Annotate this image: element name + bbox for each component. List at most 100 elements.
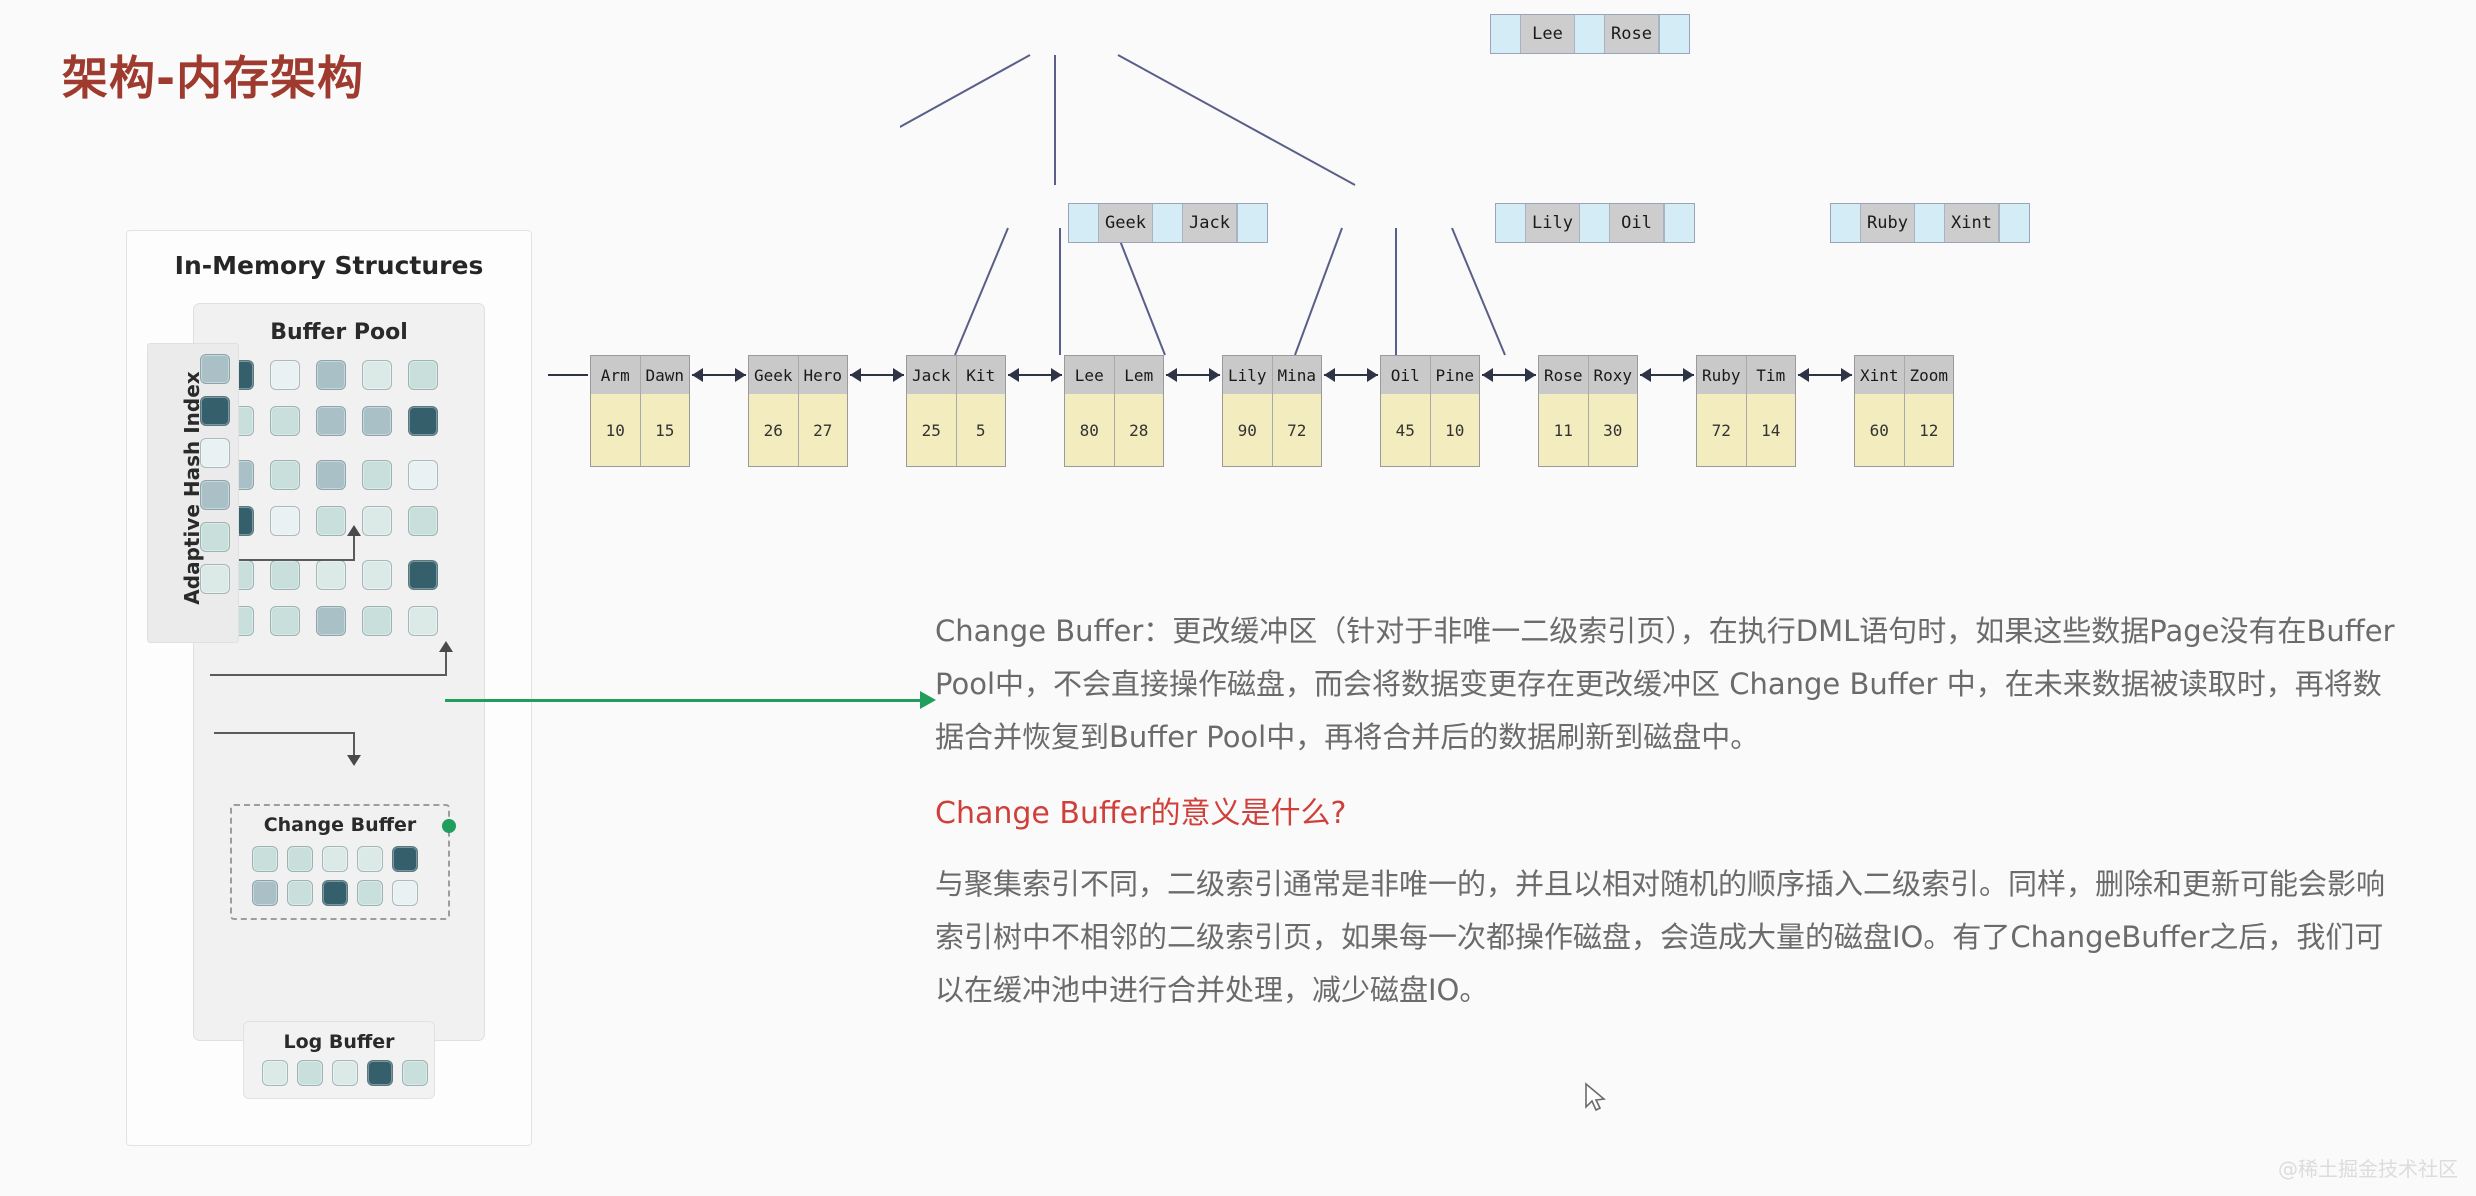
buffer-pool-box: Buffer Pool Change Buffer xyxy=(193,303,485,1041)
btree-leaf-key: Xint xyxy=(1855,356,1905,394)
memory-page-tile xyxy=(402,1060,428,1086)
btree-root-key: Lee xyxy=(1521,15,1575,53)
btree-leaf-value: 45 xyxy=(1381,394,1431,466)
memory-page-tile xyxy=(408,360,438,390)
log-buffer-tile-row xyxy=(262,1060,428,1086)
btree-leaf-key: Ruby xyxy=(1697,356,1747,394)
btree-internal-key: Lily xyxy=(1526,204,1580,242)
btree-root-node[interactable]: Lee Rose xyxy=(1490,14,1690,54)
memory-page-tile xyxy=(252,846,278,872)
btree-internal-key: Jack xyxy=(1183,204,1237,242)
btree-leaf-key: Pine xyxy=(1435,365,1475,385)
leaf-sibling-arrow-left xyxy=(850,368,861,382)
leaf-sibling-arrow-right xyxy=(1525,368,1536,382)
in-memory-structures-panel: In-Memory Structures Buffer Pool Change … xyxy=(126,230,532,1146)
adaptive-hash-index-tile-column xyxy=(200,354,230,594)
btree-leaf-value: 27 xyxy=(813,420,833,440)
buffer-pool-row-group xyxy=(224,560,464,636)
memory-page-tile xyxy=(367,1060,393,1086)
adaptive-hash-index-box: Adaptive Hash Index xyxy=(147,343,239,643)
btree-leaf-value-row: 45 10 xyxy=(1381,394,1479,466)
ahi-arrow-1-stem xyxy=(353,536,355,561)
memory-page-tile xyxy=(270,606,300,636)
btree-leaf-key: Dawn xyxy=(645,365,685,385)
btree-leaf-value: 90 xyxy=(1223,394,1273,466)
leaf-sibling-arrow-left xyxy=(692,368,703,382)
btree-leaf-value: 28 xyxy=(1129,420,1149,440)
memory-page-tile xyxy=(200,522,230,552)
memory-page-tile xyxy=(316,460,346,490)
btree-leaf-key: Geek xyxy=(749,356,799,394)
memory-page-tile xyxy=(200,438,230,468)
btree-internal-node[interactable]: Lily Oil xyxy=(1495,203,1695,243)
btree-leaf-key: Roxy xyxy=(1593,365,1633,385)
change-buffer-row xyxy=(252,846,418,872)
memory-page-tile xyxy=(200,480,230,510)
memory-page-tile xyxy=(362,406,392,436)
memory-page-tile xyxy=(252,880,278,906)
memory-page-tile xyxy=(362,606,392,636)
memory-page-tile xyxy=(332,1060,358,1086)
memory-page-tile xyxy=(200,396,230,426)
memory-page-tile xyxy=(322,880,348,906)
btree-edges xyxy=(900,54,1506,356)
btree-leaf-value-row: 80 28 xyxy=(1065,394,1163,466)
pointer-cell xyxy=(1237,204,1267,242)
btree-leaf-value: 10 xyxy=(1445,420,1465,440)
memory-page-tile xyxy=(270,360,300,390)
ahi-arrow-3-stem xyxy=(353,732,355,756)
leaf-sibling-link xyxy=(1640,374,1694,376)
btree-internal-node[interactable]: Ruby Xint xyxy=(1830,203,2030,243)
btree-leaf-key: Lee xyxy=(1065,356,1115,394)
btree-root-key: Rose xyxy=(1605,15,1659,53)
btree-internal-key: Xint xyxy=(1945,204,1999,242)
log-buffer-label: Log Buffer xyxy=(283,1031,395,1053)
leaf-sibling-arrow-left xyxy=(1166,368,1177,382)
btree-leaf-value: 11 xyxy=(1539,394,1589,466)
pointer-cell xyxy=(1069,204,1099,242)
leaf-sibling-arrow-left xyxy=(1008,368,1019,382)
leaf-sibling-arrow-right xyxy=(1051,368,1062,382)
btree-internal-key: Ruby xyxy=(1861,204,1915,242)
btree-internal-key: Oil xyxy=(1610,204,1664,242)
btree-leaf-key: Mina xyxy=(1277,365,1317,385)
buffer-pool-tile-grid xyxy=(224,360,464,660)
buffer-pool-row xyxy=(224,506,464,536)
btree-leaf-node[interactable]: Lee Lem 80 28 xyxy=(1064,355,1164,467)
memory-page-tile xyxy=(270,460,300,490)
leaf-sibling-link xyxy=(1482,374,1536,376)
btree-leaf-key: Lem xyxy=(1124,365,1154,385)
pointer-cell xyxy=(1491,15,1521,53)
ahi-arrow-3-line xyxy=(214,732,355,734)
memory-page-tile xyxy=(362,460,392,490)
change-buffer-box[interactable]: Change Buffer xyxy=(230,804,450,920)
leaf-sibling-link xyxy=(692,374,746,376)
btree-leaf-key: Lily xyxy=(1223,356,1273,394)
buffer-pool-row xyxy=(224,606,464,636)
buffer-pool-row xyxy=(224,560,464,590)
memory-page-tile xyxy=(297,1060,323,1086)
btree-leaf-key: Hero xyxy=(803,365,843,385)
btree-internal-node[interactable]: Geek Jack xyxy=(1068,203,1268,243)
memory-page-tile xyxy=(408,506,438,536)
btree-leaf-key: Oil xyxy=(1381,356,1431,394)
leaf-sibling-arrow-right xyxy=(1209,368,1220,382)
paragraph-change-buffer-meaning: 与聚集索引不同，二级索引通常是非唯一的，并且以相对随机的顺序插入二级索引。同样，… xyxy=(935,867,2386,1007)
btree-leaf-value: 80 xyxy=(1065,394,1115,466)
